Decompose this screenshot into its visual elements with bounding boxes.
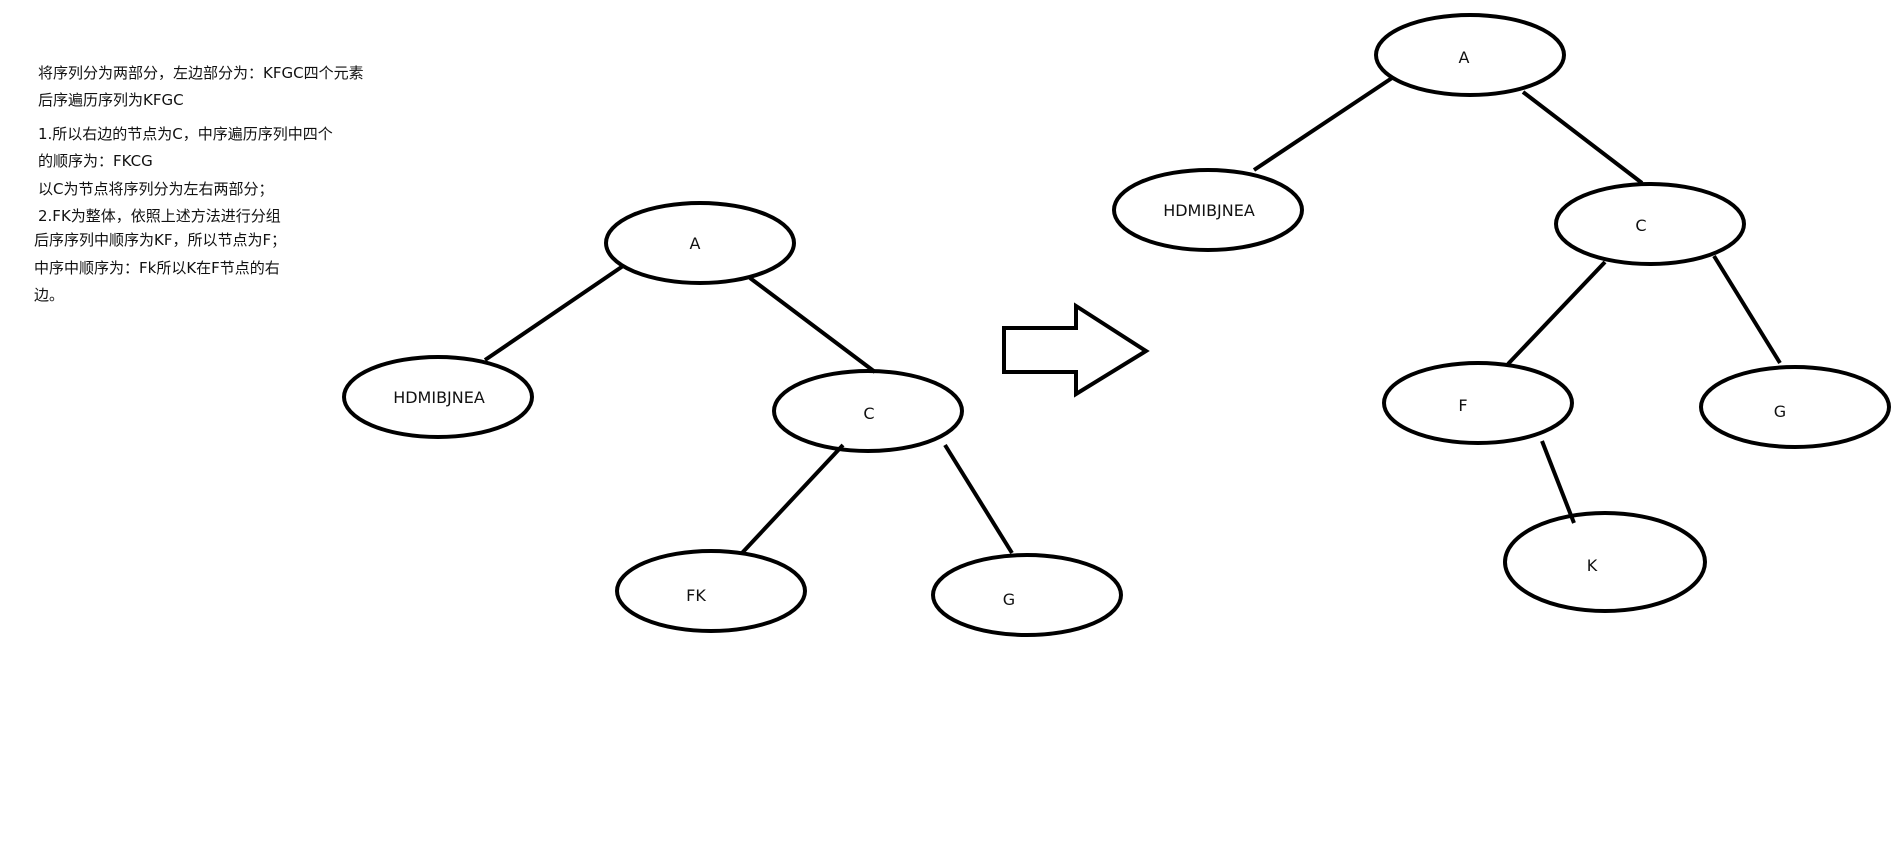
label-left: HDMIBJNEA bbox=[393, 388, 485, 407]
node-f bbox=[1382, 361, 1574, 445]
label-fk: FK bbox=[686, 586, 706, 605]
edge-a-c bbox=[748, 276, 877, 374]
label-left2: HDMIBJNEA bbox=[1163, 201, 1255, 220]
edge-a2-c bbox=[1521, 90, 1644, 185]
label-c: C bbox=[863, 404, 874, 423]
note-line-6: 2.FK为整体，依照上述方法进行分组 bbox=[38, 207, 281, 225]
tree-before bbox=[342, 201, 1123, 637]
label-f: F bbox=[1458, 396, 1467, 415]
arrow-right-icon bbox=[1002, 302, 1150, 398]
node-g2 bbox=[1699, 365, 1891, 449]
label-a2: A bbox=[1459, 48, 1470, 67]
note-line-8: 中序中顺序为：Fk所以K在F节点的右 bbox=[34, 259, 280, 277]
label-c2: C bbox=[1635, 216, 1646, 235]
tree-after-labels: A HDMIBJNEA C F G K bbox=[1163, 48, 1786, 575]
note-line-3: 1.所以右边的节点为C，中序遍历序列中四个 bbox=[38, 125, 333, 143]
edge-c2-f bbox=[1506, 260, 1607, 366]
node-c2 bbox=[1554, 182, 1746, 266]
node-k bbox=[1503, 511, 1707, 613]
label-a: A bbox=[690, 234, 701, 253]
edge-c-g bbox=[943, 443, 1014, 555]
edge-f-k bbox=[1540, 440, 1576, 524]
label-k: K bbox=[1587, 556, 1598, 575]
note-line-4: 的顺序为：FKCG bbox=[38, 152, 153, 170]
note-line-1: 将序列分为两部分，左边部分为：KFGC四个元素 bbox=[38, 64, 364, 82]
edge-a-left bbox=[483, 264, 625, 362]
node-a bbox=[604, 201, 796, 285]
note-line-9: 边。 bbox=[34, 286, 65, 304]
tree-before-labels: A HDMIBJNEA C FK G bbox=[393, 234, 1015, 609]
node-g bbox=[931, 553, 1123, 637]
edge-c2-g bbox=[1712, 254, 1782, 365]
node-c bbox=[772, 369, 964, 453]
edge-a2-left bbox=[1252, 76, 1394, 172]
note-line-2: 后序遍历序列为KFGC bbox=[38, 91, 184, 109]
note-line-5: 以C为节点将序列分为左右两部分； bbox=[38, 180, 274, 198]
node-left bbox=[342, 355, 534, 439]
label-g2: G bbox=[1774, 402, 1786, 421]
note-line-7: 后序序列中顺序为KF，所以节点为F； bbox=[34, 231, 287, 249]
node-left2 bbox=[1112, 168, 1304, 252]
edge-c-fk bbox=[740, 443, 845, 555]
node-a2 bbox=[1374, 13, 1566, 97]
tree-after bbox=[1112, 13, 1891, 613]
node-fk bbox=[615, 549, 807, 633]
label-g: G bbox=[1003, 590, 1015, 609]
explanation-notes: 将序列分为两部分，左边部分为：KFGC四个元素 后序遍历序列为KFGC 1.所以… bbox=[0, 0, 420, 320]
